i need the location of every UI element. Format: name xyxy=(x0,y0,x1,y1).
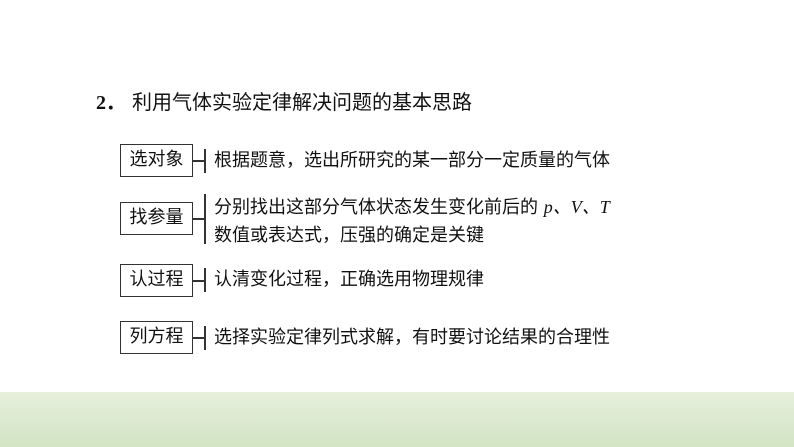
section-heading: 2． 利用气体实验定律解决问题的基本思路 xyxy=(96,88,472,117)
step-description-prefix: 分别找出这部分气体状态发生变化前后的 xyxy=(214,197,538,218)
bracket-line xyxy=(204,194,206,244)
step-description: 认清变化过程，正确选用物理规律 xyxy=(214,269,484,290)
connector-line xyxy=(193,218,204,220)
step-box-write-equations: 列方程 xyxy=(120,321,193,354)
step-description-line2: 数值或表达式，压强的确定是关键 xyxy=(214,225,484,246)
state-variables: p、V、T xyxy=(543,197,610,217)
step-box-recognize-process: 认过程 xyxy=(120,264,193,297)
bracket-line xyxy=(204,149,206,173)
section-title: 利用气体实验定律解决问题的基本思路 xyxy=(132,90,472,114)
footer-band xyxy=(0,392,794,447)
connector-line xyxy=(193,160,204,162)
step-description: 选择实验定律列式求解，有时要讨论结果的合理性 xyxy=(214,327,610,348)
section-number: 2． xyxy=(96,92,126,114)
connector-line xyxy=(193,280,204,282)
bracket-line xyxy=(204,326,206,350)
step-description: 分别找出这部分气体状态发生变化前后的 p、V、T xyxy=(214,193,610,222)
bracket-line xyxy=(204,268,206,292)
connector-line xyxy=(193,337,204,339)
step-box-find-parameters: 找参量 xyxy=(120,202,193,235)
step-box-select-object: 选对象 xyxy=(120,144,193,177)
step-description: 根据题意，选出所研究的某一部分一定质量的气体 xyxy=(214,150,610,171)
